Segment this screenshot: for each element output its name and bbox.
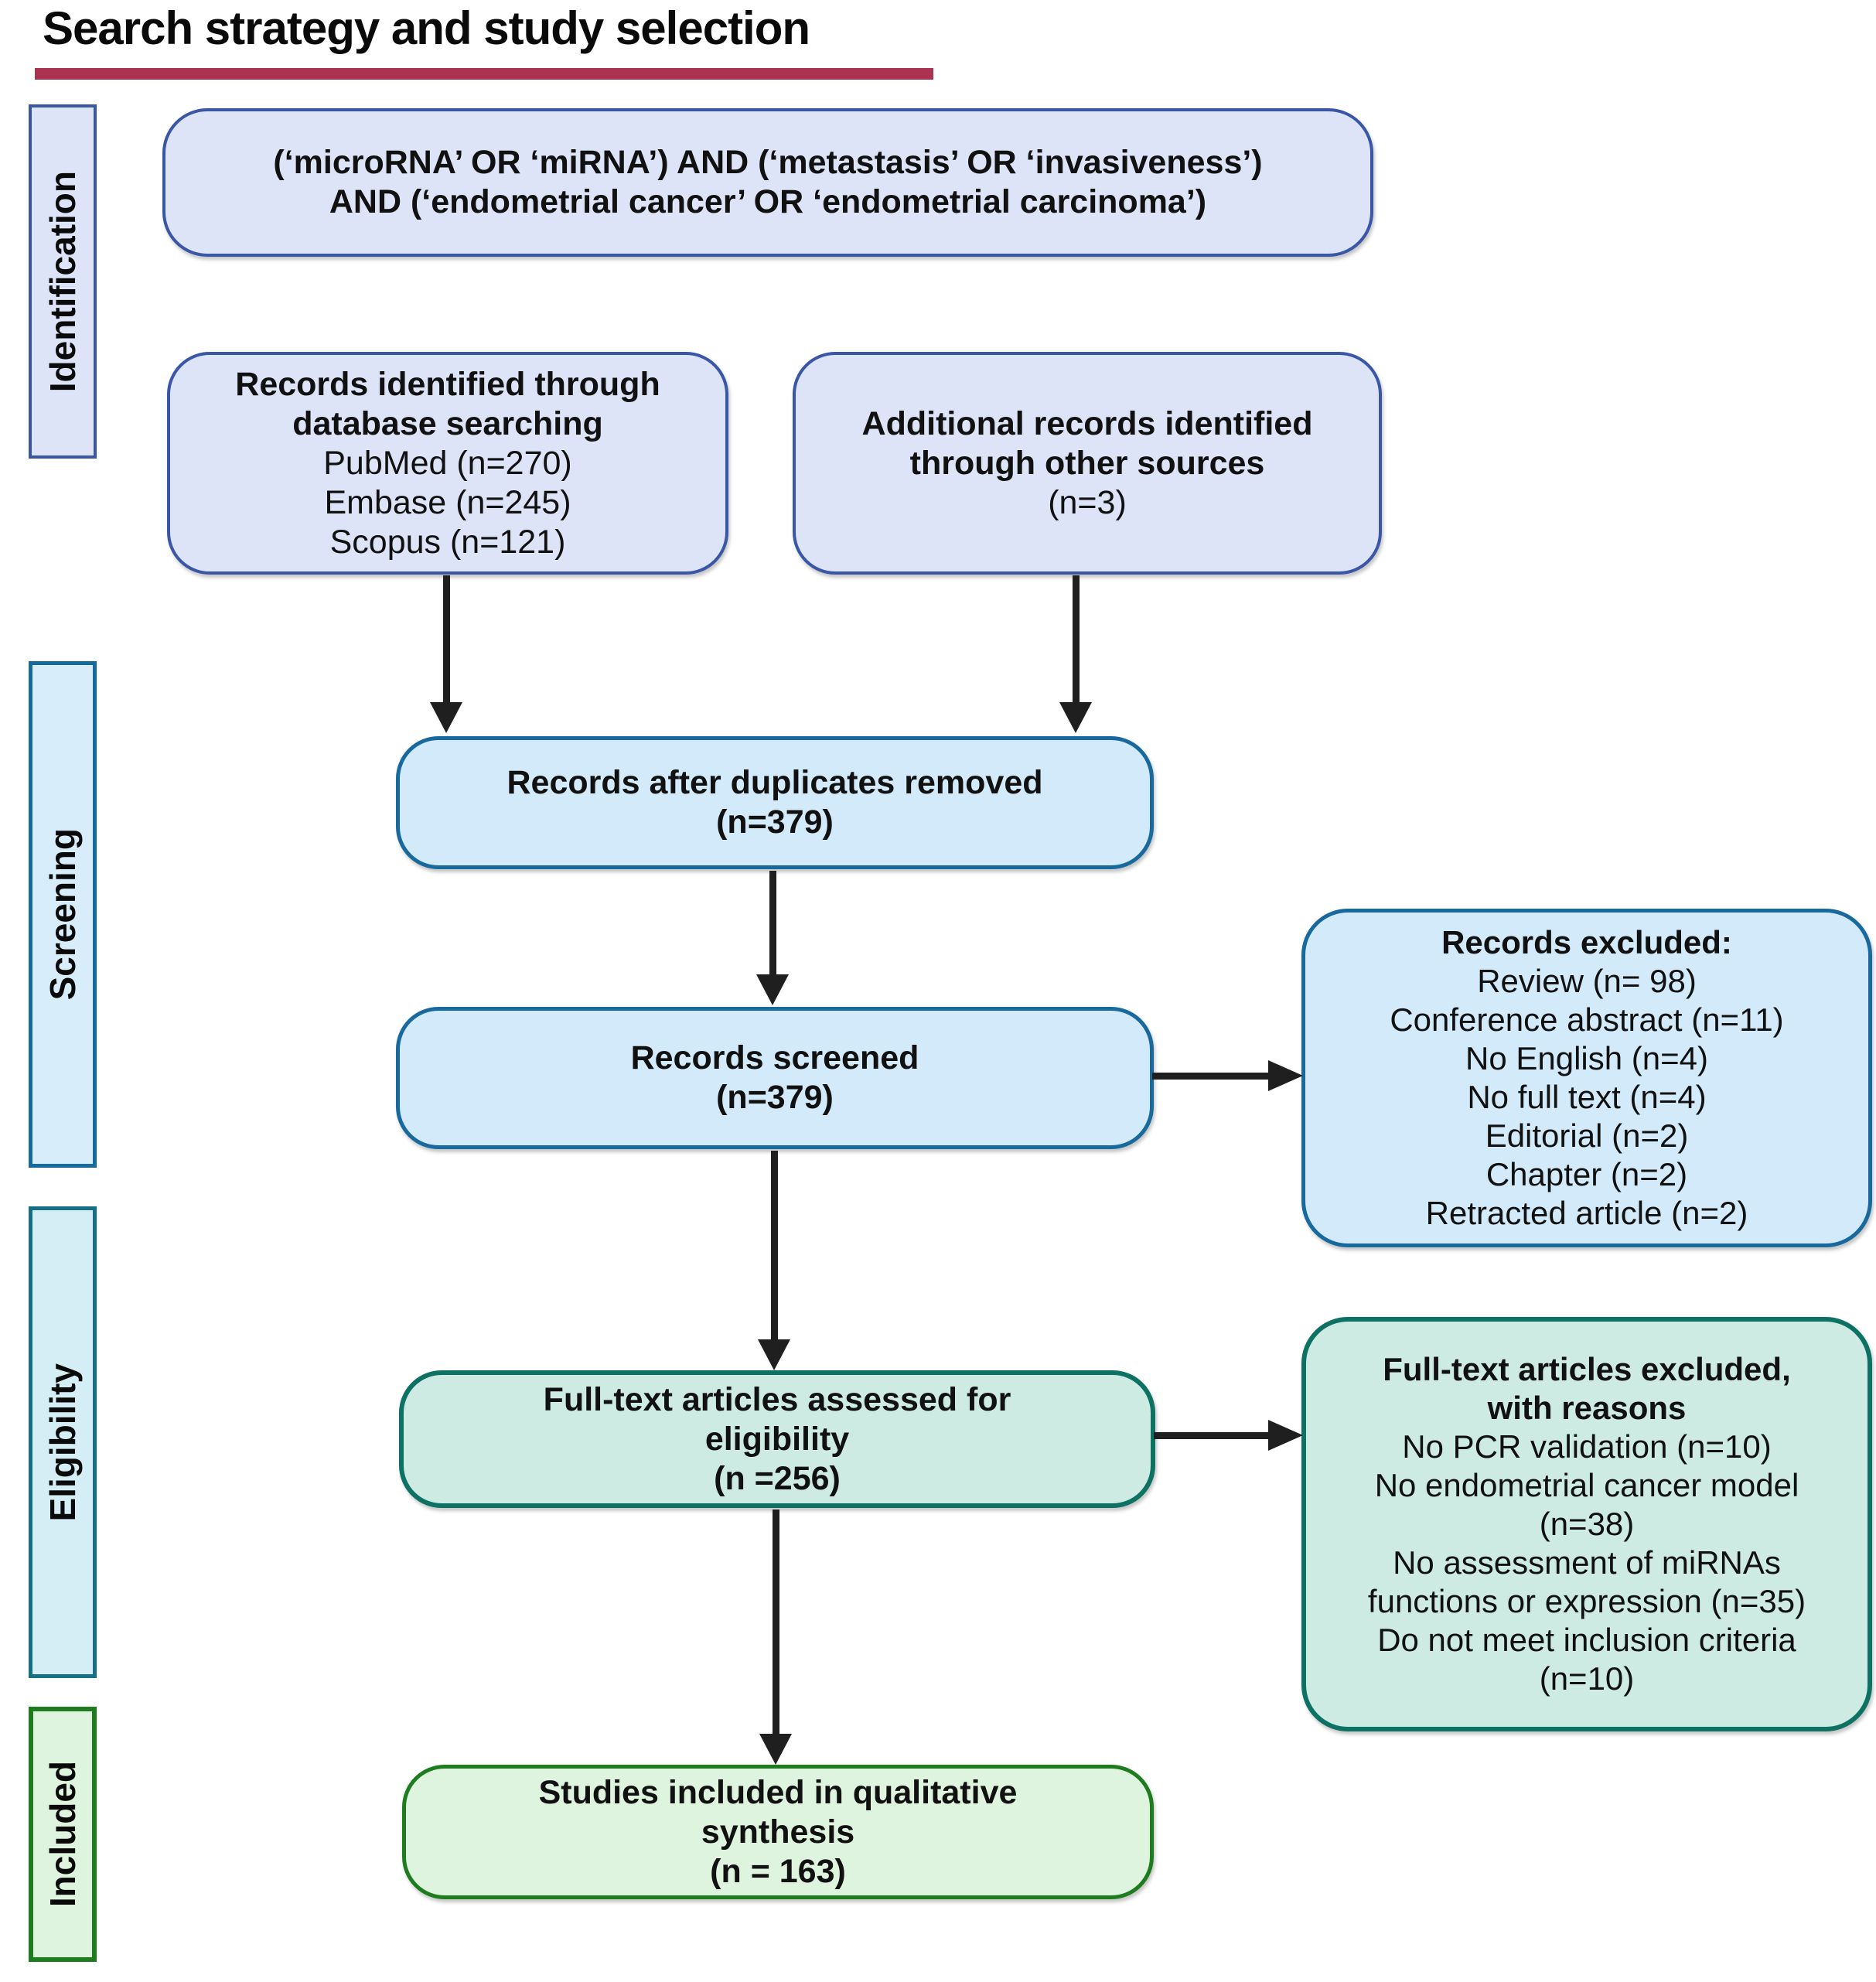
records-excluded-item: No full text (n=4) bbox=[1467, 1079, 1707, 1115]
studies-included-count: (n = 163) bbox=[710, 1852, 846, 1890]
stage-eligibility: Eligibility bbox=[29, 1206, 97, 1678]
search-query-line: (‘microRNA’ OR ‘miRNA’) AND (‘metastasis… bbox=[273, 144, 1263, 181]
stage-screening: Screening bbox=[29, 661, 97, 1168]
fulltext-excluded-box: Full-text articles excluded, with reason… bbox=[1301, 1317, 1872, 1731]
records-identified-title: Records identified through bbox=[235, 365, 660, 403]
records-screened-count: (n=379) bbox=[716, 1079, 834, 1116]
records-excluded-item: Editorial (n=2) bbox=[1485, 1117, 1689, 1154]
duplicates-removed-line: Records after duplicates removed bbox=[507, 764, 1043, 801]
fulltext-excluded-item: No endometrial cancer model (n=38) bbox=[1374, 1467, 1799, 1542]
records-excluded-item: Retracted article (n=2) bbox=[1425, 1195, 1748, 1231]
arrow-head-right-icon bbox=[1268, 1060, 1303, 1091]
fulltext-excluded-item: No PCR validation (n=10) bbox=[1402, 1428, 1772, 1465]
records-identified-item: Scopus (n=121) bbox=[329, 523, 566, 561]
records-identified-title: database searching bbox=[292, 404, 603, 442]
search-query-line: AND (‘endometrial cancer’ OR ‘endometria… bbox=[329, 183, 1207, 220]
arrow-shaft bbox=[772, 1510, 779, 1734]
arrow-head-down-icon bbox=[759, 1734, 792, 1765]
arrow-other-to-duplicates bbox=[1059, 575, 1092, 733]
records-excluded-item: Review (n= 98) bbox=[1477, 963, 1697, 999]
records-excluded-item: No English (n=4) bbox=[1465, 1040, 1708, 1076]
duplicates-removed-count: (n=379) bbox=[716, 803, 834, 841]
search-query-box: (‘microRNA’ OR ‘miRNA’) AND (‘metastasis… bbox=[162, 108, 1373, 257]
additional-records-title: Additional records identified bbox=[861, 404, 1313, 442]
fulltext-excluded-item: Do not meet inclusion criteria (n=10) bbox=[1377, 1622, 1796, 1697]
fulltext-assessed-box: Full-text articles assessed for eligibil… bbox=[399, 1370, 1155, 1508]
arrow-shaft bbox=[1152, 1072, 1268, 1080]
arrow-fulltext-to-ft-excluded bbox=[1154, 1420, 1303, 1451]
records-excluded-item: Chapter (n=2) bbox=[1485, 1156, 1688, 1192]
stage-screening-label: Screening bbox=[43, 828, 83, 1001]
arrow-screened-to-fulltext bbox=[758, 1151, 790, 1370]
stage-included: Included bbox=[29, 1707, 97, 1962]
records-excluded-box: Records excluded: Review (n= 98) Confere… bbox=[1301, 909, 1872, 1247]
arrow-head-down-icon bbox=[758, 1339, 790, 1370]
arrow-shaft bbox=[1154, 1431, 1268, 1439]
records-identified-box: Records identified through database sear… bbox=[167, 352, 728, 575]
arrow-head-down-icon bbox=[1059, 702, 1092, 733]
records-screened-box: Records screened (n=379) bbox=[396, 1007, 1154, 1149]
stage-identification: Identification bbox=[29, 104, 97, 459]
fulltext-assessed-line: Full-text articles assessed for bbox=[543, 1380, 1011, 1418]
fulltext-excluded-item: No assessment of miRNAs functions or exp… bbox=[1367, 1544, 1806, 1619]
fulltext-assessed-line: eligibility bbox=[704, 1420, 850, 1458]
arrow-shaft bbox=[1072, 575, 1080, 702]
arrow-head-down-icon bbox=[756, 974, 789, 1005]
records-excluded-title: Records excluded: bbox=[1441, 924, 1732, 960]
arrow-fulltext-to-included bbox=[759, 1510, 792, 1765]
studies-included-line: Studies included in qualitative bbox=[538, 1773, 1018, 1811]
additional-records-box: Additional records identified through ot… bbox=[793, 352, 1382, 575]
arrow-shaft bbox=[442, 575, 450, 702]
fulltext-excluded-title: with reasons bbox=[1487, 1390, 1687, 1426]
title-underline bbox=[35, 68, 933, 80]
studies-included-box: Studies included in qualitative synthesi… bbox=[402, 1765, 1154, 1899]
records-identified-item: PubMed (n=270) bbox=[323, 444, 572, 482]
arrow-duplicates-to-screened bbox=[756, 871, 789, 1005]
arrow-db-to-duplicates bbox=[430, 575, 462, 733]
arrow-shaft bbox=[770, 1151, 778, 1339]
records-identified-item: Embase (n=245) bbox=[324, 483, 571, 521]
duplicates-removed-box: Records after duplicates removed (n=379) bbox=[396, 736, 1154, 869]
additional-records-title: through other sources bbox=[909, 444, 1265, 482]
fulltext-assessed-count: (n =256) bbox=[714, 1459, 841, 1497]
records-screened-line: Records screened bbox=[630, 1039, 919, 1076]
arrow-head-down-icon bbox=[430, 702, 462, 733]
stage-eligibility-label: Eligibility bbox=[43, 1363, 83, 1522]
records-excluded-item: Conference abstract (n=11) bbox=[1390, 1001, 1784, 1038]
studies-included-line: synthesis bbox=[701, 1813, 855, 1851]
arrow-shaft bbox=[769, 871, 776, 974]
fulltext-excluded-title: Full-text articles excluded, bbox=[1383, 1351, 1791, 1387]
stage-included-label: Included bbox=[43, 1761, 83, 1908]
stage-identification-label: Identification bbox=[43, 170, 83, 393]
arrow-head-right-icon bbox=[1268, 1420, 1303, 1451]
page-title: Search strategy and study selection bbox=[43, 2, 810, 54]
arrow-screened-to-excluded bbox=[1152, 1060, 1303, 1091]
additional-records-count: (n=3) bbox=[1048, 483, 1127, 521]
